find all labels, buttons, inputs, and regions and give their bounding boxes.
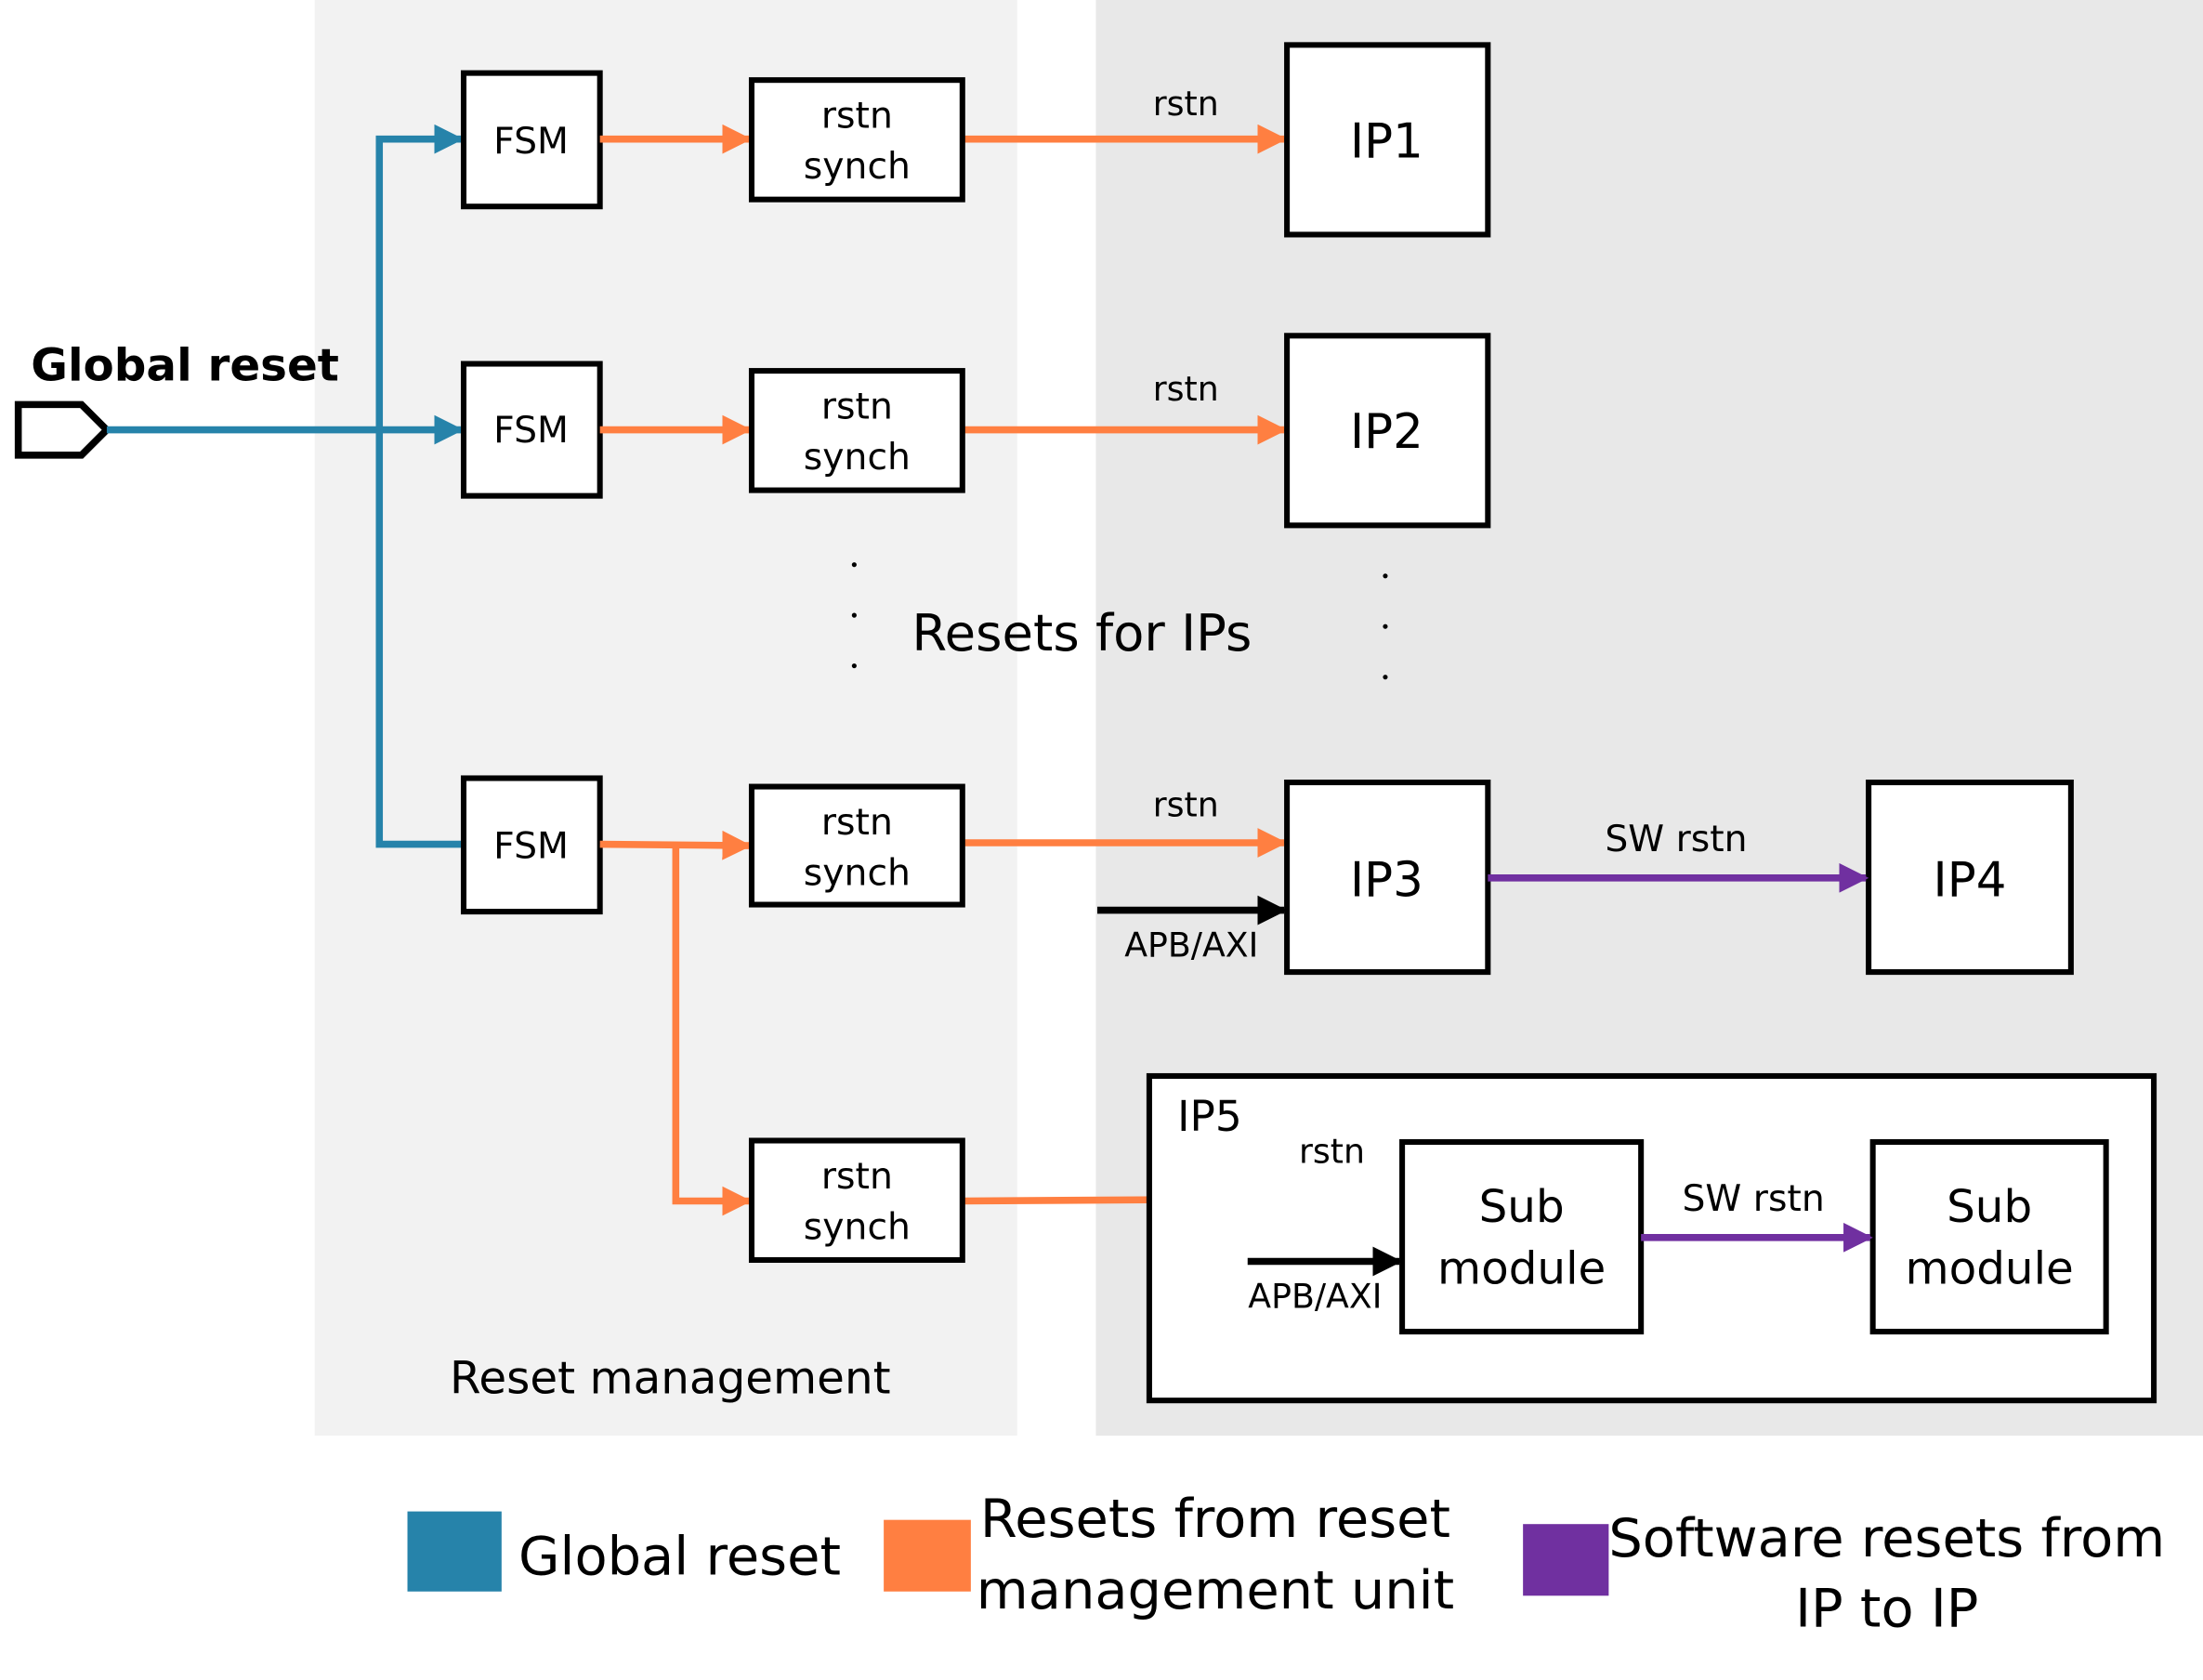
reset-management-label: Reset management (450, 1353, 891, 1405)
fsm-label: FSM (493, 121, 569, 163)
sub-module-label-line1: Sub (1947, 1181, 2032, 1233)
synch-label-line2: synch (804, 437, 911, 479)
synch-label-line1: rstn (821, 1156, 893, 1198)
legend-item-rmu-resets: Resets from reset management unit (884, 1488, 1454, 1621)
global-reset-wires (106, 124, 465, 848)
ellipsis-dot (1383, 573, 1388, 579)
synch-label-line2: synch (804, 1206, 911, 1248)
global-reset-branch-top (375, 124, 465, 430)
bus-label: APB/AXI (1124, 925, 1258, 965)
synch-label-line1: rstn (821, 802, 893, 844)
legend-swatch-orange (884, 1519, 971, 1592)
legend-swatch-blue (407, 1511, 502, 1592)
ellipsis-dot (851, 562, 857, 568)
sub-module-label-line2: module (1437, 1243, 1606, 1295)
ip4-box: IP4 (1866, 779, 2074, 976)
legend-item-sw-resets: Software resets from IP to IP (1523, 1507, 2165, 1640)
legend-label: Global reset (518, 1526, 841, 1588)
legend-swatch-purple (1523, 1524, 1609, 1596)
legend-label: Resets from reset (980, 1488, 1450, 1550)
legend-label: management unit (977, 1559, 1454, 1621)
synch-label-line1: rstn (821, 386, 893, 427)
rstn-synch-box: rstn synch (748, 77, 965, 203)
ellipsis-dots (851, 562, 1388, 680)
resets-for-ips-label: Resets for IPs (911, 603, 1252, 663)
rstn-synch-box: rstn synch (748, 368, 965, 493)
rstn-synch-box: rstn synch (748, 783, 965, 908)
rstn-label: rstn (1153, 369, 1219, 409)
sub-module-box: Sub module (1869, 1138, 2109, 1335)
legend-label: IP to IP (1795, 1578, 1978, 1640)
ip5-box: IP5 rstn Sub module Sub module APB/AXI S… (1146, 1072, 2157, 1404)
fsm-to-synch-wire (599, 830, 753, 860)
fsm-label: FSM (493, 826, 569, 868)
rstn-label: rstn (1153, 84, 1219, 124)
ip5-label: IP5 (1177, 1092, 1242, 1141)
ip2-label: IP2 (1350, 404, 1423, 460)
global-reset-port-icon (14, 400, 112, 459)
fsm-box: FSM (460, 775, 603, 915)
ip3-label: IP3 (1350, 852, 1423, 908)
ellipsis-dot (1383, 675, 1388, 680)
sub-module-label-line1: Sub (1479, 1181, 1565, 1233)
rstn-label: rstn (1299, 1132, 1365, 1172)
rstn-label: rstn (1153, 784, 1219, 824)
global-reset-label: Global reset (31, 340, 339, 392)
legend-item-global-reset: Global reset (407, 1511, 841, 1592)
legend-label: Software resets from (1608, 1507, 2165, 1569)
global-reset-branch-bottom (375, 429, 464, 848)
synch-label-line1: rstn (821, 96, 893, 138)
ip3-box: IP3 (1284, 779, 1491, 976)
bus-label: APB/AXI (1248, 1276, 1382, 1316)
sw-rstn-label: SW rstn (1605, 819, 1747, 860)
fsm-box: FSM (460, 361, 603, 499)
ip1-box: IP1 (1284, 42, 1491, 238)
ip1-label: IP1 (1350, 113, 1423, 169)
synch-label-line2: synch (804, 852, 911, 894)
fsm-box: FSM (460, 70, 603, 210)
ellipsis-dot (1383, 623, 1388, 629)
synch-label-line2: synch (804, 146, 911, 188)
ip4-label: IP4 (1934, 852, 2007, 908)
sub-module-box: Sub module (1399, 1138, 1645, 1335)
sub-module-label-line2: module (1905, 1243, 2073, 1295)
ellipsis-dot (851, 663, 857, 669)
fsm-label: FSM (493, 410, 569, 452)
sw-rstn-label: SW rstn (1682, 1178, 1824, 1220)
fsm-to-synch-branch-wire (672, 846, 753, 1216)
ip2-box: IP2 (1284, 333, 1491, 529)
ellipsis-dot (851, 612, 857, 618)
rstn-synch-box: rstn synch (748, 1137, 965, 1264)
legend: Global reset Resets from reset managemen… (407, 1488, 2165, 1640)
